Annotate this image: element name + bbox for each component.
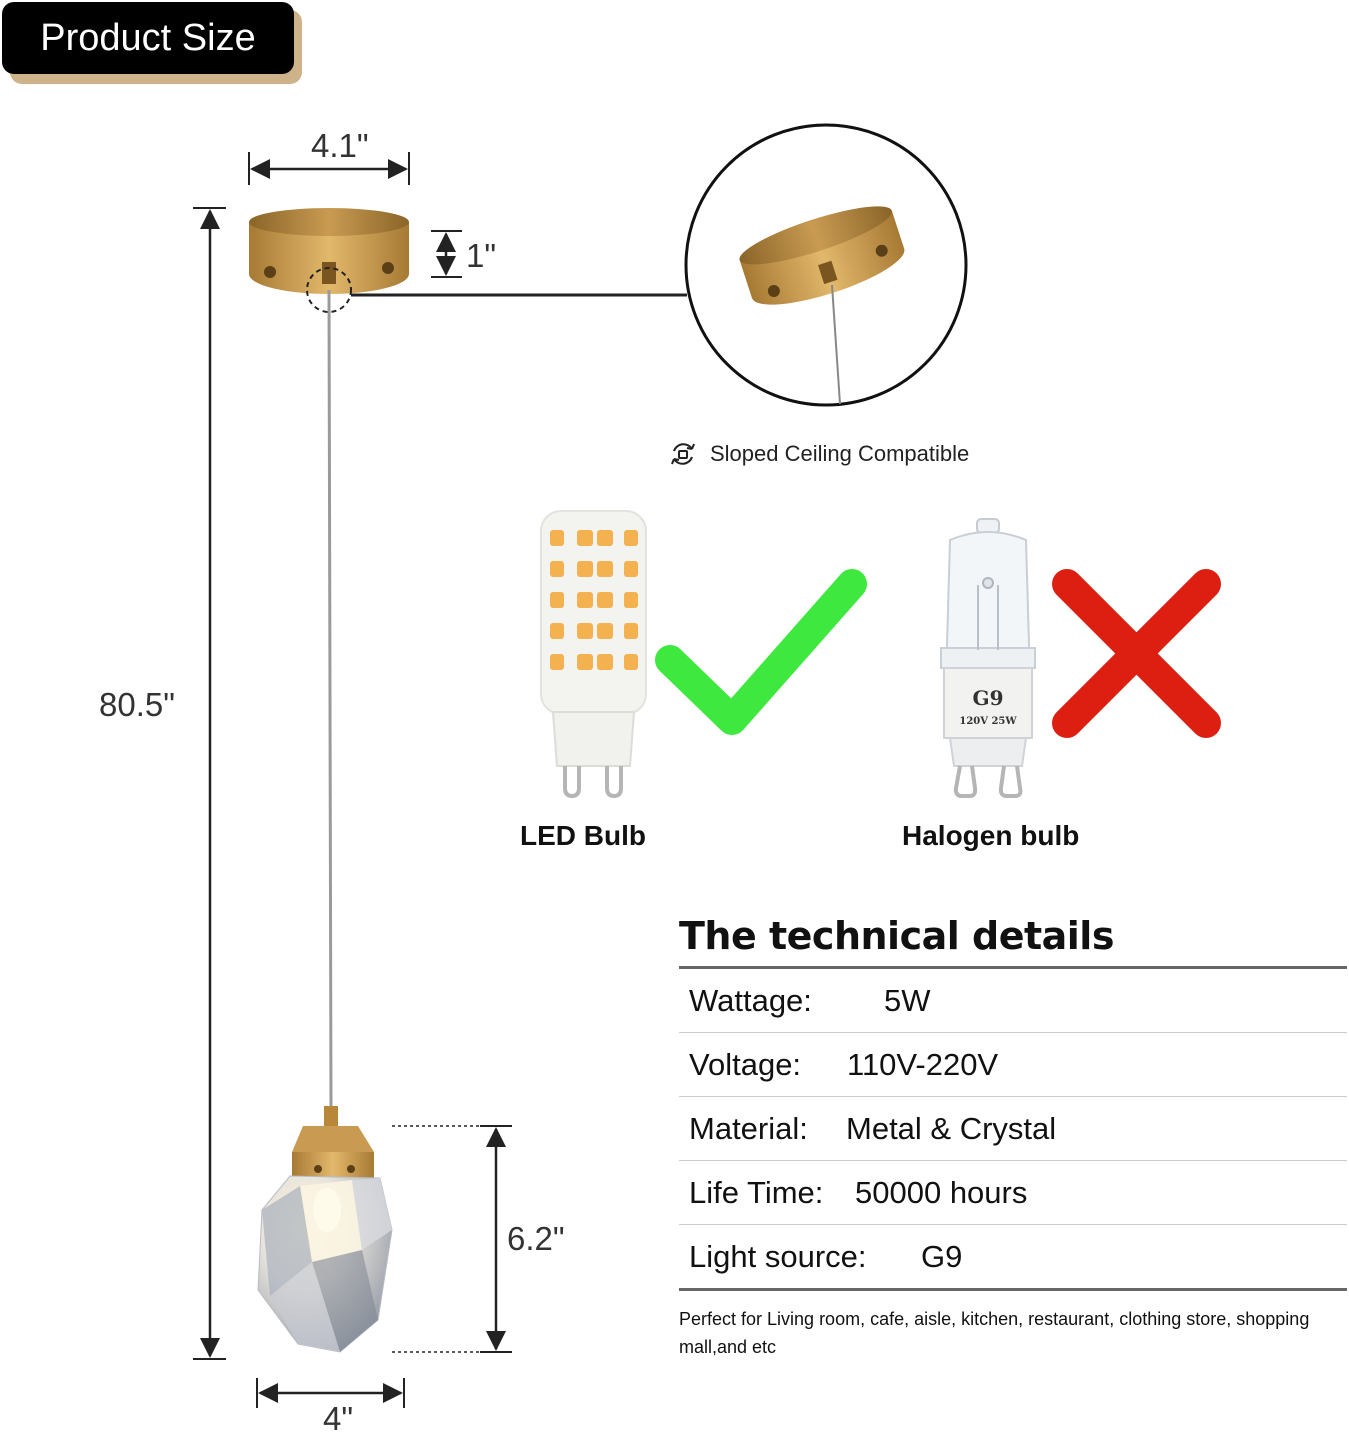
rotate-icon bbox=[671, 443, 695, 465]
usage-note: Perfect for Living room, cafe, aisle, ki… bbox=[679, 1309, 1310, 1357]
spec-key: Voltage: bbox=[689, 1046, 802, 1082]
canopy-height-label: 1" bbox=[466, 237, 497, 274]
led-bulb bbox=[540, 510, 647, 799]
halogen-type-print: G9 bbox=[973, 686, 1004, 710]
x-icon bbox=[1052, 569, 1221, 738]
shade-height-label: 6.2" bbox=[507, 1220, 565, 1257]
spec-key: Light source: bbox=[689, 1238, 867, 1274]
shade-width-dimension bbox=[256, 1378, 405, 1408]
table-row: Wattage: 5W bbox=[679, 969, 1347, 1033]
spec-value: G9 bbox=[921, 1238, 963, 1274]
table-row: Life Time: 50000 hours bbox=[679, 1161, 1347, 1225]
spec-value: Metal & Crystal bbox=[846, 1110, 1057, 1146]
halogen-rating-print: 120V 25W bbox=[959, 716, 1017, 727]
pendant-cord bbox=[327, 289, 333, 1111]
sloped-ceiling-note: Sloped Ceiling Compatible bbox=[668, 438, 969, 470]
sloped-ceiling-label: Sloped Ceiling Compatible bbox=[710, 441, 970, 466]
canopy-height-dimension bbox=[431, 230, 462, 278]
spec-value: 5W bbox=[884, 982, 931, 1018]
crystal-pendant bbox=[257, 1106, 393, 1353]
table-row: Voltage: 110V-220V bbox=[679, 1033, 1347, 1097]
total-height-dimension bbox=[193, 207, 226, 1360]
canopy bbox=[249, 208, 409, 294]
canopy-width-dimension bbox=[248, 152, 410, 185]
spec-key: Life Time: bbox=[689, 1174, 824, 1210]
halogen-bulb-label: Halogen bulb bbox=[902, 820, 1080, 851]
check-icon bbox=[655, 569, 867, 735]
product-size-badge: Product Size bbox=[2, 2, 294, 74]
total-height-label: 80.5" bbox=[99, 686, 175, 723]
led-bulb-label: LED Bulb bbox=[520, 820, 646, 851]
technical-details-title: The technical details bbox=[679, 914, 1114, 958]
technical-details-table: Wattage: 5W Voltage: 110V-220V Material:… bbox=[679, 966, 1347, 1291]
spec-key: Wattage: bbox=[689, 982, 812, 1018]
spec-value: 50000 hours bbox=[855, 1174, 1028, 1210]
shade-width-label: 4" bbox=[323, 1400, 354, 1437]
spec-value: 110V-220V bbox=[847, 1046, 999, 1082]
detail-callout bbox=[306, 123, 968, 407]
shade-height-dimension bbox=[392, 1125, 512, 1353]
spec-key: Material: bbox=[689, 1110, 808, 1146]
table-row: Material: Metal & Crystal bbox=[679, 1097, 1347, 1161]
halogen-bulb: G9 120V 25W bbox=[940, 518, 1036, 798]
canopy-width-label: 4.1" bbox=[311, 127, 369, 164]
table-row: Light source: G9 bbox=[679, 1225, 1347, 1288]
